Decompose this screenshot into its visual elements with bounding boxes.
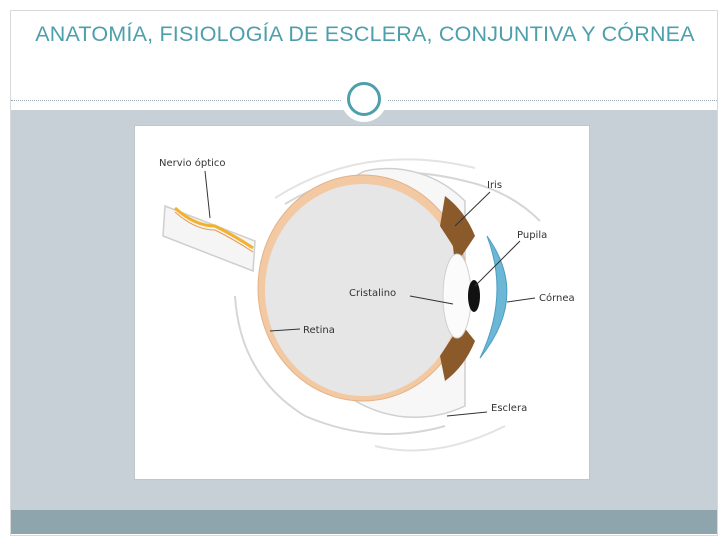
slide-title: ANATOMÍA, FISIOLOGÍA DE ESCLERA, CONJUNT… <box>35 22 695 46</box>
vitreous-body <box>265 184 461 396</box>
lens-leader <box>409 295 454 305</box>
circle-ornament-icon <box>347 82 381 116</box>
label-sclera: Esclera <box>491 403 527 414</box>
lens-shape <box>442 253 472 339</box>
orbit-lower-line-2 <box>374 425 506 452</box>
label-pupil: Pupila <box>517 230 547 241</box>
pupil-shape <box>468 280 480 312</box>
iris-upper <box>440 196 475 266</box>
cornea-leader <box>506 297 536 303</box>
iris-leader <box>454 191 491 227</box>
optic-nerve-sheath <box>162 204 256 273</box>
sclera-leader <box>446 411 488 417</box>
label-cornea: Córnea <box>539 292 575 304</box>
pupil-leader <box>474 240 521 287</box>
label-iris: Iris <box>487 180 502 191</box>
eye-diagram-svg: Nervio óptico Iris Pupila Cristalino Cór… <box>159 157 575 452</box>
cornea-shape <box>479 235 508 359</box>
retina-leader <box>269 328 301 332</box>
optic-nerve-leader <box>204 170 211 219</box>
orbit-upper-line-2 <box>274 158 476 199</box>
label-lens: Cristalino <box>349 288 396 299</box>
footer-bar <box>11 510 717 534</box>
label-optic-nerve: Nervio óptico <box>159 157 226 169</box>
label-retina: Retina <box>303 325 335 336</box>
optic-nerve-core-edge <box>174 211 254 253</box>
eye-anatomy-diagram: Nervio óptico Iris Pupila Cristalino Cór… <box>134 125 590 480</box>
optic-nerve-core <box>173 206 254 250</box>
iris-lower <box>440 316 475 381</box>
orbit-lower-line <box>234 295 446 435</box>
